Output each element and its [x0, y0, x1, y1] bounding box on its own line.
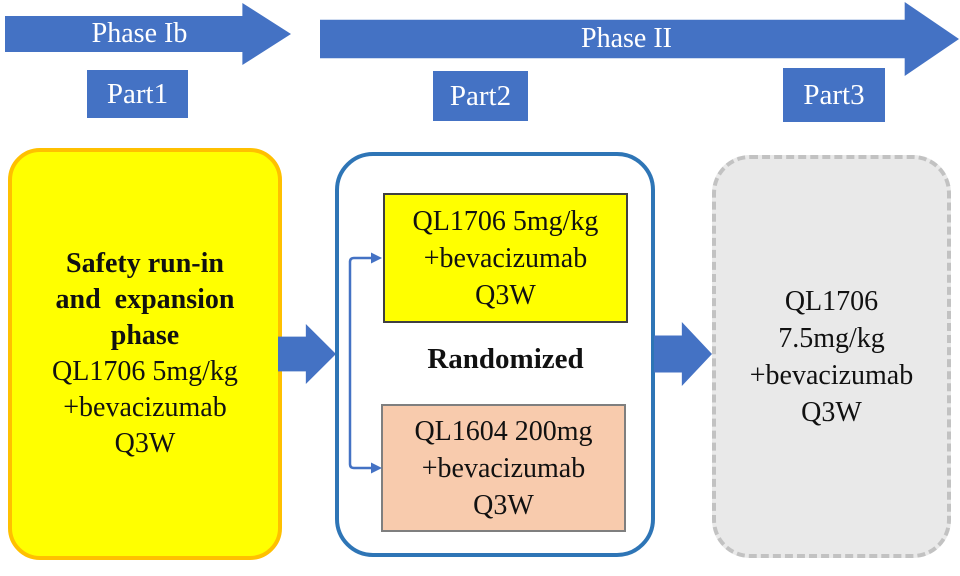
arrow-part1-to-part2 [278, 324, 336, 384]
phase-ib-arrow: Phase Ib [5, 3, 291, 65]
safety-run-in-box: Safety run-in and expansion phase QL1706… [8, 148, 282, 560]
safety-run-in-regimen: QL1706 5mg/kg +bevacizumab Q3W [52, 356, 238, 459]
arrow-part2-to-part3 [654, 322, 712, 386]
safety-run-in-title: Safety run-in and expansion phase [55, 248, 235, 351]
randomized-label: Randomized [383, 341, 628, 377]
part3-label: Part3 [783, 68, 885, 122]
arm-ql1706-box: QL1706 5mg/kg +bevacizumab Q3W [383, 193, 628, 323]
phase-ib-label: Phase Ib [91, 18, 188, 49]
arm-ql1604-box: QL1604 200mg +bevacizumab Q3W [381, 404, 626, 532]
part2-label: Part2 [433, 71, 528, 121]
randomization-branch-arrows [348, 252, 382, 474]
phase-ii-label: Phase II [581, 23, 672, 54]
part3-regimen-box: QL1706 7.5mg/kg +bevacizumab Q3W [712, 155, 951, 558]
part3-regimen-text: QL1706 7.5mg/kg +bevacizumab Q3W [749, 285, 914, 428]
arm-ql1604-text: QL1604 200mg +bevacizumab Q3W [414, 415, 593, 521]
arm-ql1706-text: QL1706 5mg/kg +bevacizumab Q3W [412, 205, 599, 311]
phase-ii-arrow: Phase II [320, 2, 959, 76]
randomized-text: Randomized [427, 342, 584, 375]
part1-label: Part1 [87, 70, 188, 118]
